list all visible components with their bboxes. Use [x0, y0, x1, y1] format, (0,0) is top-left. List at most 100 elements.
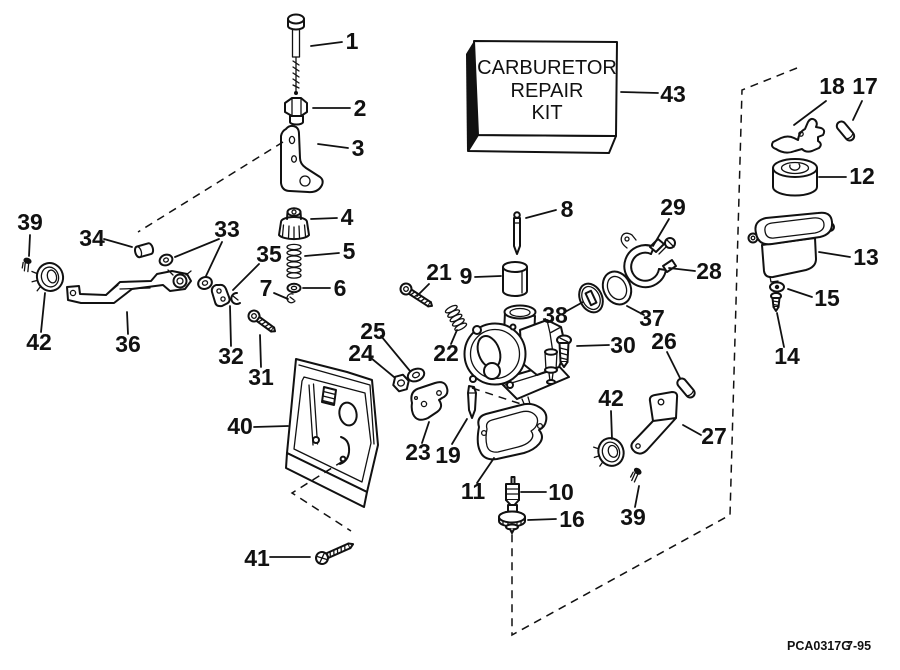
- leader-line-31: [259, 334, 262, 368]
- part-12-drawing: [772, 158, 818, 197]
- leader-line-19: [451, 418, 468, 445]
- part-35-drawing: [210, 283, 231, 308]
- part-22-drawing: [444, 304, 468, 332]
- leader-line-7: [273, 292, 289, 300]
- part-23-drawing: [410, 381, 449, 421]
- part-1-drawing: [287, 13, 305, 95]
- part-label-41: 41: [244, 545, 270, 571]
- part-32-drawing: [230, 291, 241, 305]
- part-33-washer-b-drawing: [197, 276, 213, 290]
- part-29-drawing: [658, 237, 676, 255]
- leader-line-1: [310, 41, 343, 47]
- leader-line-29: [652, 218, 670, 247]
- part-label-37: 37: [639, 305, 665, 331]
- part-label-7: 7: [260, 275, 273, 301]
- part-label-23: 23: [405, 439, 431, 465]
- kit-box-front-face: [473, 40, 618, 137]
- part-15-drawing: [769, 281, 785, 293]
- part-14-drawing: [770, 292, 782, 312]
- part-42-right-drawing: [592, 437, 625, 467]
- part-11-drawing: [476, 402, 548, 461]
- leader-line-24: [370, 357, 395, 378]
- part-label-24: 24: [348, 340, 374, 366]
- part-label-27: 27: [701, 423, 727, 449]
- part-label-25: 25: [360, 318, 386, 344]
- kit-box-line-3: KIT: [531, 102, 562, 124]
- leader-line-4: [310, 217, 338, 220]
- part-label-2: 2: [354, 95, 367, 121]
- part-24-drawing: [392, 373, 410, 393]
- part-label-16: 16: [559, 506, 585, 532]
- part-18-drawing: [771, 117, 826, 154]
- leader-line-27: [682, 424, 702, 436]
- part-39-bottom-drawing: [629, 467, 642, 483]
- part-38-drawing: [578, 282, 604, 314]
- part-33-washer-a-drawing: [158, 253, 174, 267]
- part-40-drawing: [285, 358, 379, 508]
- leader-line-33-1: [205, 241, 223, 277]
- leader-line-9: [474, 275, 502, 278]
- part-3-drawing: [280, 124, 324, 194]
- part-label-10: 10: [548, 479, 574, 505]
- part-13-drawing: [747, 211, 835, 283]
- leader-line-11: [476, 457, 495, 484]
- part-label-29: 29: [660, 194, 686, 220]
- part-label-14: 14: [774, 343, 800, 369]
- leader-line-22: [450, 329, 458, 345]
- part-9-drawing: [502, 261, 528, 297]
- part-4-drawing: [278, 207, 310, 241]
- part-label-9: 9: [460, 263, 473, 289]
- part-39-topleft-drawing: [21, 257, 32, 273]
- leader-line-8: [525, 209, 557, 219]
- part-label-32: 32: [218, 343, 244, 369]
- dash-carb-to-needle: [471, 387, 522, 405]
- part-19-drawing: [467, 385, 477, 419]
- leader-line-25: [380, 335, 411, 372]
- drawing-date: 7-95: [846, 639, 871, 653]
- leader-line-32: [229, 305, 232, 347]
- dash-plate-to-screw: [290, 460, 352, 532]
- leader-line-13: [818, 251, 851, 258]
- part-21-drawing: [399, 282, 433, 308]
- part-label-31: 31: [248, 364, 274, 390]
- part-label-40: 40: [227, 413, 253, 439]
- part-label-12: 12: [849, 163, 875, 189]
- part-label-30: 30: [610, 332, 636, 358]
- leader-line-26: [666, 351, 681, 379]
- leader-line-23: [421, 421, 430, 444]
- dashed-boundaries-layer: [137, 67, 798, 637]
- leader-line-35: [232, 263, 260, 291]
- leader-line-39b: [634, 485, 640, 508]
- part-label-42b: 42: [598, 385, 624, 411]
- part-6-drawing: [286, 282, 302, 294]
- part-label-36: 36: [115, 331, 141, 357]
- part-label-3: 3: [352, 135, 365, 161]
- part-label-18: 18: [819, 73, 845, 99]
- leader-line-30: [576, 344, 610, 347]
- part-2-drawing: [284, 97, 308, 126]
- part-label-1: 1: [346, 28, 359, 54]
- leader-line-38: [564, 301, 584, 313]
- part-42-left-drawing: [31, 262, 65, 292]
- leader-line-42a: [40, 292, 46, 333]
- part-label-4: 4: [341, 204, 354, 230]
- leader-line-37: [626, 305, 645, 316]
- leader-line-18: [793, 100, 827, 126]
- part-label-39b: 39: [620, 504, 646, 530]
- part-26-drawing: [676, 377, 696, 399]
- kit-box-bottom-face: [467, 134, 617, 154]
- kit-box: CARBURETOR REPAIR KIT: [466, 40, 618, 154]
- part-label-19: 19: [435, 442, 461, 468]
- leader-line-36: [126, 311, 129, 335]
- part-31-drawing: [247, 309, 277, 333]
- part-16-drawing: [498, 504, 526, 534]
- part-label-17: 17: [852, 73, 878, 99]
- part-label-39a: 39: [17, 209, 43, 235]
- leader-line-17: [852, 100, 863, 121]
- part-28-drawing: [620, 232, 677, 289]
- leader-line-42b: [610, 410, 613, 440]
- leader-line-3: [317, 143, 349, 149]
- leader-line-40: [253, 425, 289, 428]
